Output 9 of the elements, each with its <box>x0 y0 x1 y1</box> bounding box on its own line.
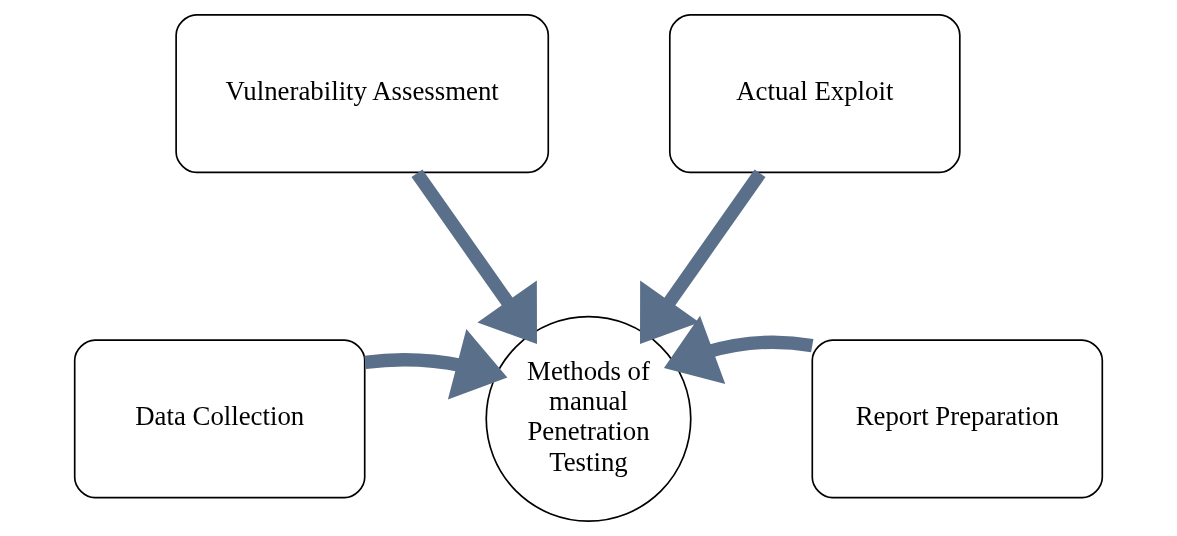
arrow <box>411 169 537 344</box>
node-circle: Methods of manual Penetration Testing <box>485 315 692 522</box>
node-box: Report Preparation <box>811 339 1104 499</box>
arrow <box>663 315 814 384</box>
arrow <box>364 329 508 400</box>
node-box: Data Collection <box>73 339 366 499</box>
node-box: Vulnerability Assessment <box>175 14 550 174</box>
node-box: Actual Exploit <box>668 14 961 174</box>
arrow <box>640 169 766 344</box>
